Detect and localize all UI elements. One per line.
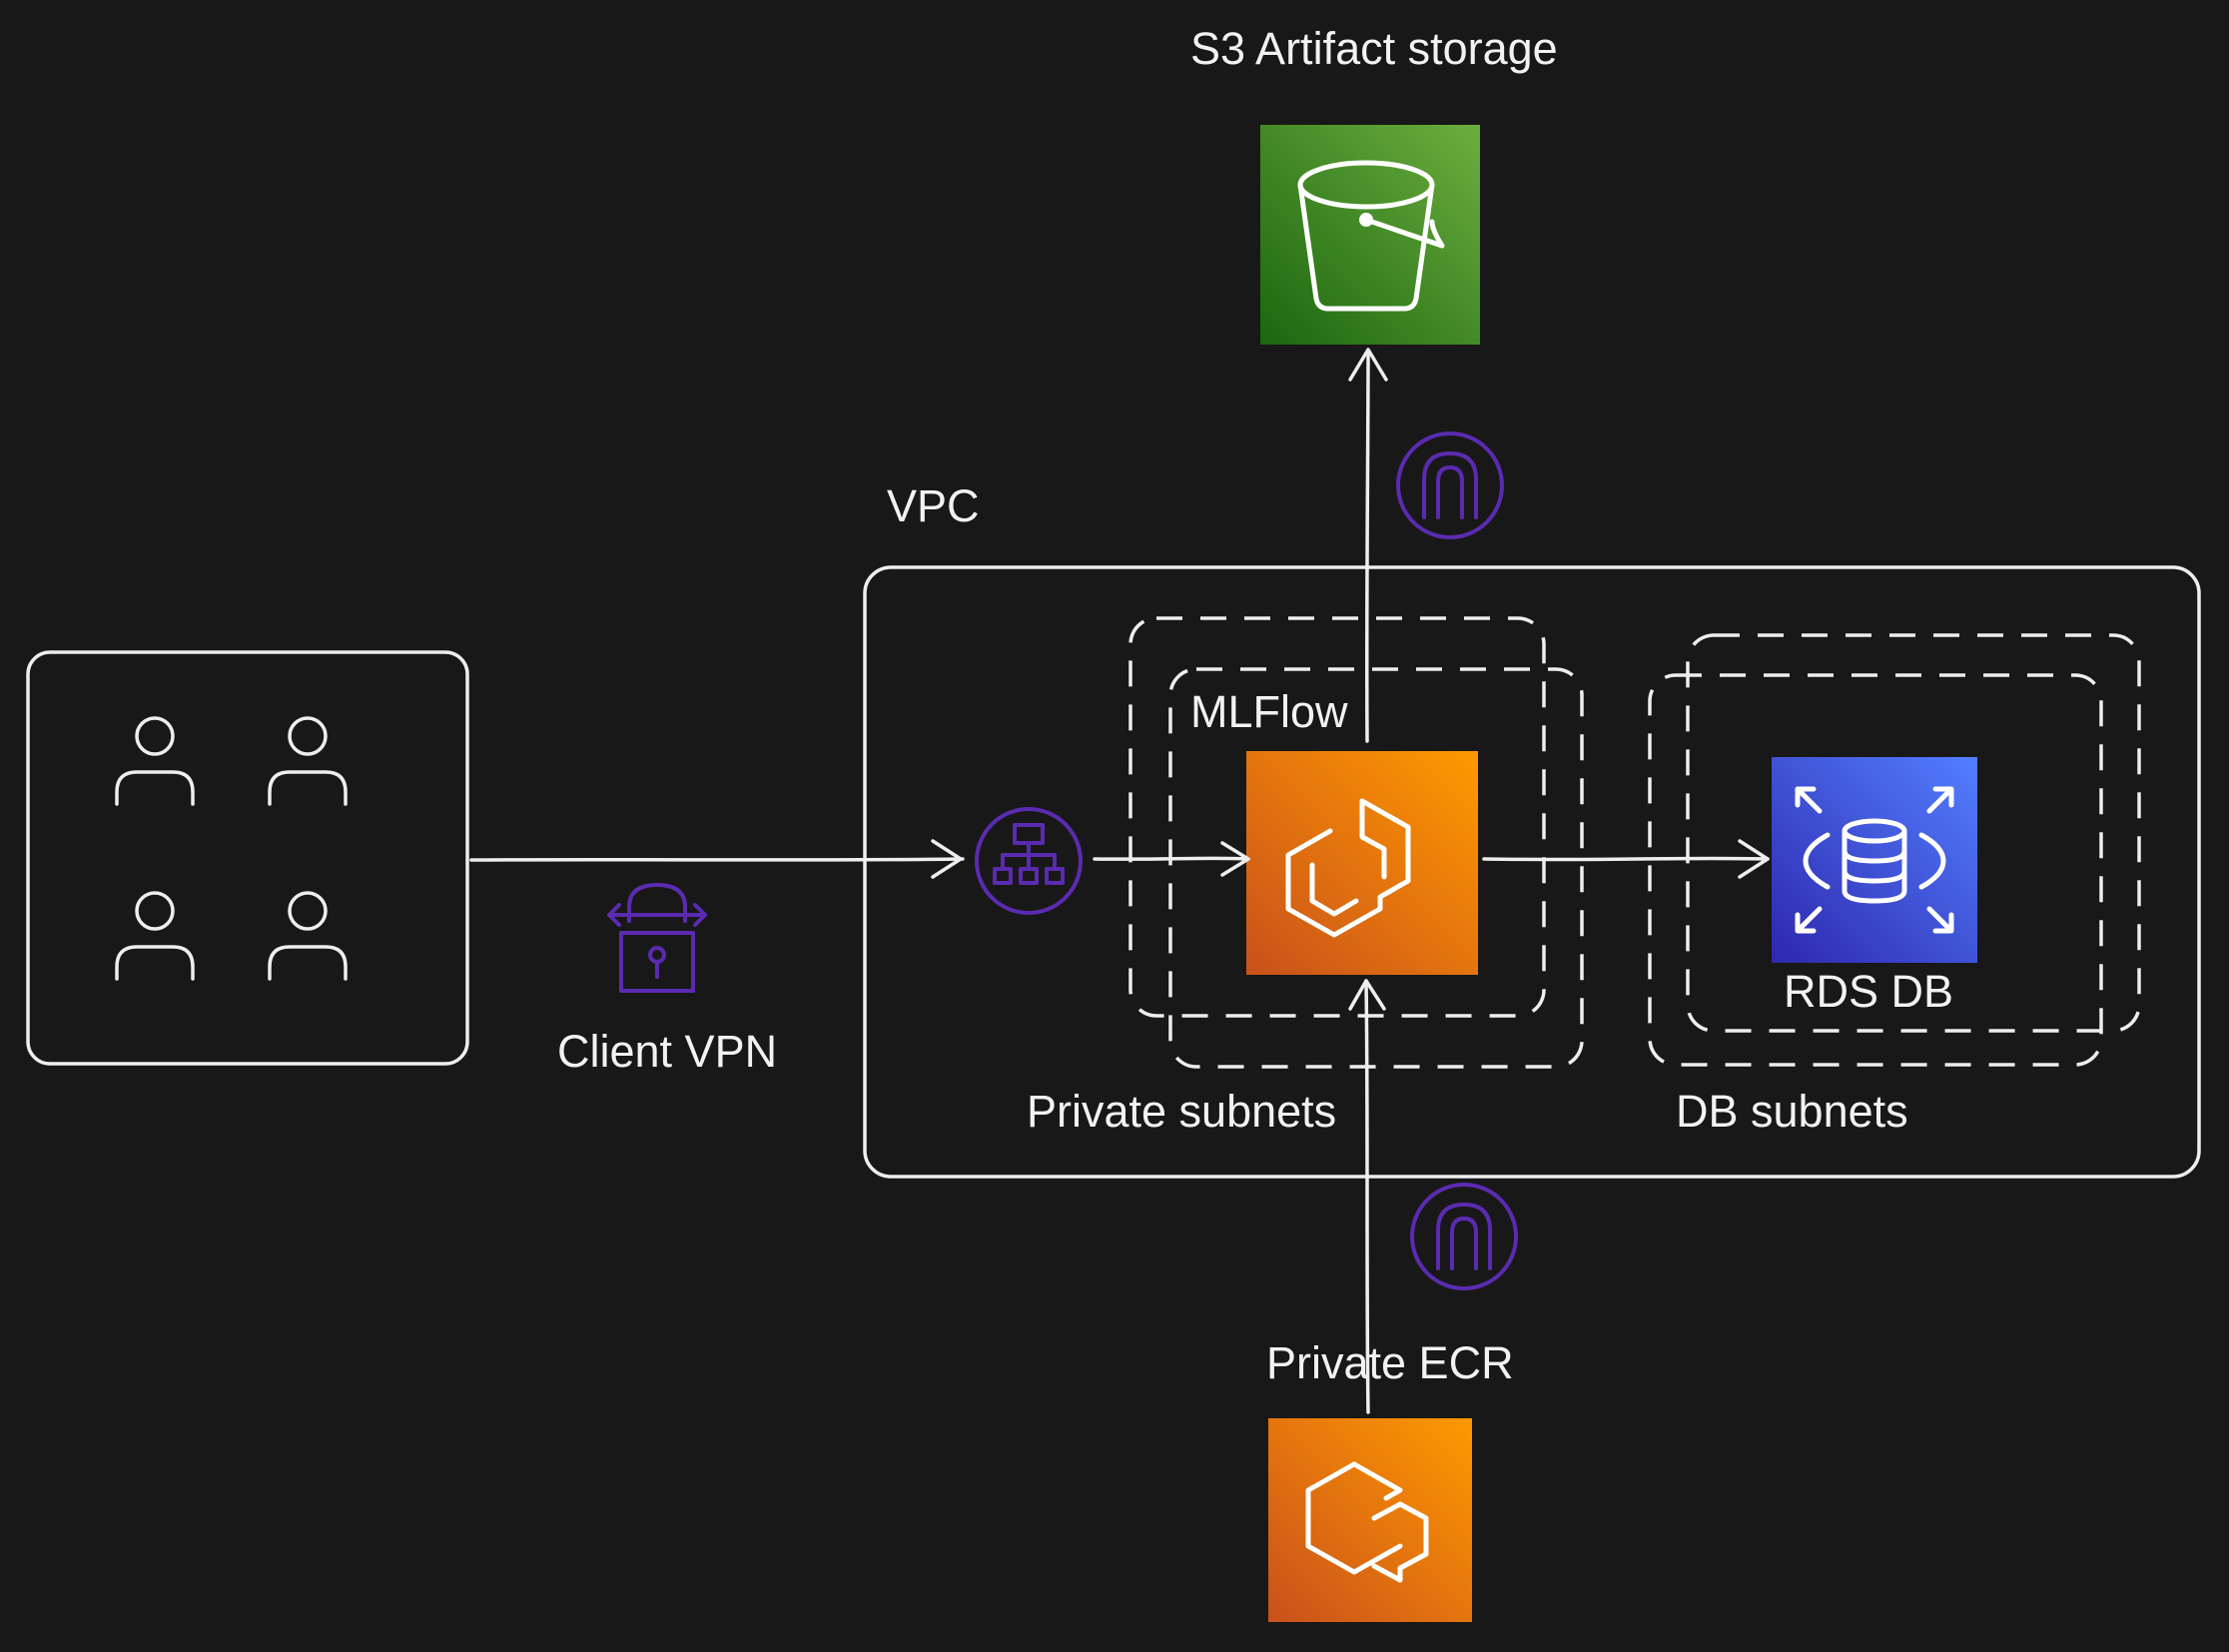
vpc-label: VPC — [887, 480, 980, 531]
private-subnets-label: Private subnets — [1027, 1086, 1336, 1137]
private-subnets — [1128, 616, 1584, 1069]
db-subnets-label: DB subnets — [1676, 1086, 1908, 1137]
mlflow-label: MLFlow — [1190, 686, 1348, 737]
rds-label: RDS DB — [1784, 966, 1953, 1017]
s3-label: S3 Artifact storage — [1190, 23, 1558, 74]
ecr-icon — [1268, 1418, 1472, 1622]
rds-database-icon — [1772, 757, 1977, 963]
users-group — [26, 650, 469, 1066]
load-balancer-icon — [975, 807, 1083, 915]
vpc-endpoint-icon-top — [1396, 431, 1504, 539]
client-vpn-label: Client VPN — [557, 1026, 777, 1077]
client-vpn-lock-icon — [607, 883, 707, 993]
user-icon — [115, 891, 195, 981]
db-subnets — [1648, 633, 2141, 1067]
vpc-endpoint-icon-bottom — [1410, 1183, 1518, 1290]
ecr-label: Private ECR — [1266, 1337, 1514, 1388]
connectors — [469, 348, 1770, 1414]
user-icon — [268, 891, 348, 981]
user-icon — [115, 716, 195, 806]
user-icon — [268, 716, 348, 806]
vpc-boundary — [863, 565, 2201, 1179]
ecs-fargate-icon — [1246, 751, 1478, 975]
s3-bucket-icon — [1260, 125, 1480, 345]
